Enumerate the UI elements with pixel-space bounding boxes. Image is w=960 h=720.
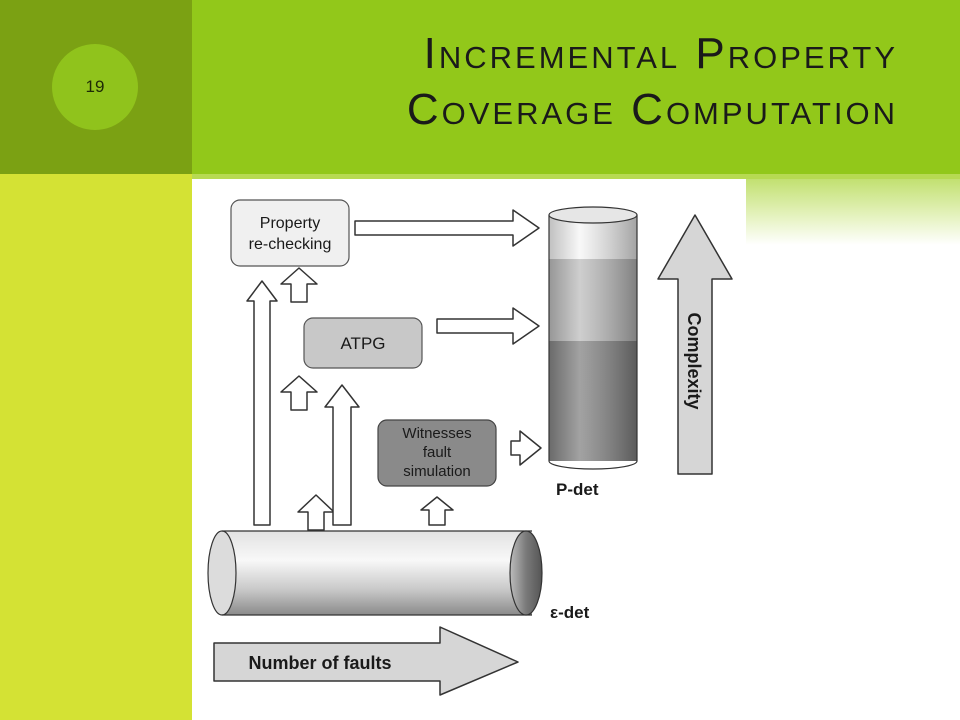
- arrow-up-long-to-property: [246, 280, 278, 526]
- p-det-bottom-rim: [548, 460, 638, 470]
- arrow-right-from-witnesses: [510, 430, 542, 466]
- number-of-faults-label: Number of faults: [248, 653, 391, 673]
- complexity-arrow: Complexity: [657, 214, 733, 475]
- p-det-top-cap: [548, 206, 638, 224]
- e-det-body: [222, 531, 532, 615]
- atpg-box-shape: [303, 317, 423, 369]
- e-det-left-end: [207, 530, 237, 616]
- arrow-up-to-atpg: [280, 375, 318, 411]
- slide-title-line1: Incremental Property: [423, 29, 898, 78]
- property-rechecking-box-shape: [230, 199, 350, 267]
- e-det-label: ε-det: [550, 603, 590, 622]
- slide-number: 19: [85, 77, 105, 96]
- complexity-label: Complexity: [684, 312, 704, 409]
- arrow-up-to-property: [280, 267, 318, 303]
- number-of-faults-arrow: Number of faults: [213, 626, 519, 696]
- p-det-cylinder: [548, 206, 638, 470]
- slide-title-line2: Coverage Computation: [406, 85, 898, 134]
- e-det-right-cap: [509, 530, 543, 616]
- witnesses-box-shape: [377, 419, 497, 487]
- arrow-right-from-atpg: [436, 307, 540, 345]
- p-det-shading: [549, 215, 637, 461]
- arrow-right-from-property: [354, 209, 540, 247]
- property-rechecking-label-1: Property: [260, 215, 320, 232]
- witnesses-box: Witnesses fault simulation: [377, 419, 497, 487]
- witnesses-label-1: Witnesses: [402, 425, 471, 442]
- header-fade-band: [746, 179, 960, 245]
- witnesses-label-2: fault: [423, 444, 452, 461]
- arrow-up-to-witnesses-box: [420, 496, 454, 526]
- slide-title: Incremental Property Coverage Computatio…: [258, 26, 898, 138]
- atpg-box: ATPG: [303, 317, 423, 369]
- title-header-band: [192, 0, 960, 174]
- p-det-label: P-det: [556, 480, 599, 499]
- header-divider: [192, 174, 960, 179]
- arrow-up-to-witnesses: [297, 494, 335, 531]
- slide-number-badge: 19: [52, 44, 138, 130]
- arrow-up-long-to-atpg: [324, 384, 360, 526]
- property-rechecking-label-2: re-checking: [249, 236, 332, 253]
- complexity-arrow-shape: [657, 214, 733, 475]
- property-rechecking-box: Property re-checking: [230, 199, 350, 267]
- atpg-label: ATPG: [340, 334, 385, 353]
- number-of-faults-arrow-shape: [213, 626, 519, 696]
- e-det-cylinder: [207, 530, 543, 616]
- coverage-diagram: Property re-checking ATPG Witnesses faul…: [200, 185, 746, 700]
- witnesses-label-3: simulation: [403, 463, 471, 480]
- sidebar-bottom-panel: [0, 174, 192, 720]
